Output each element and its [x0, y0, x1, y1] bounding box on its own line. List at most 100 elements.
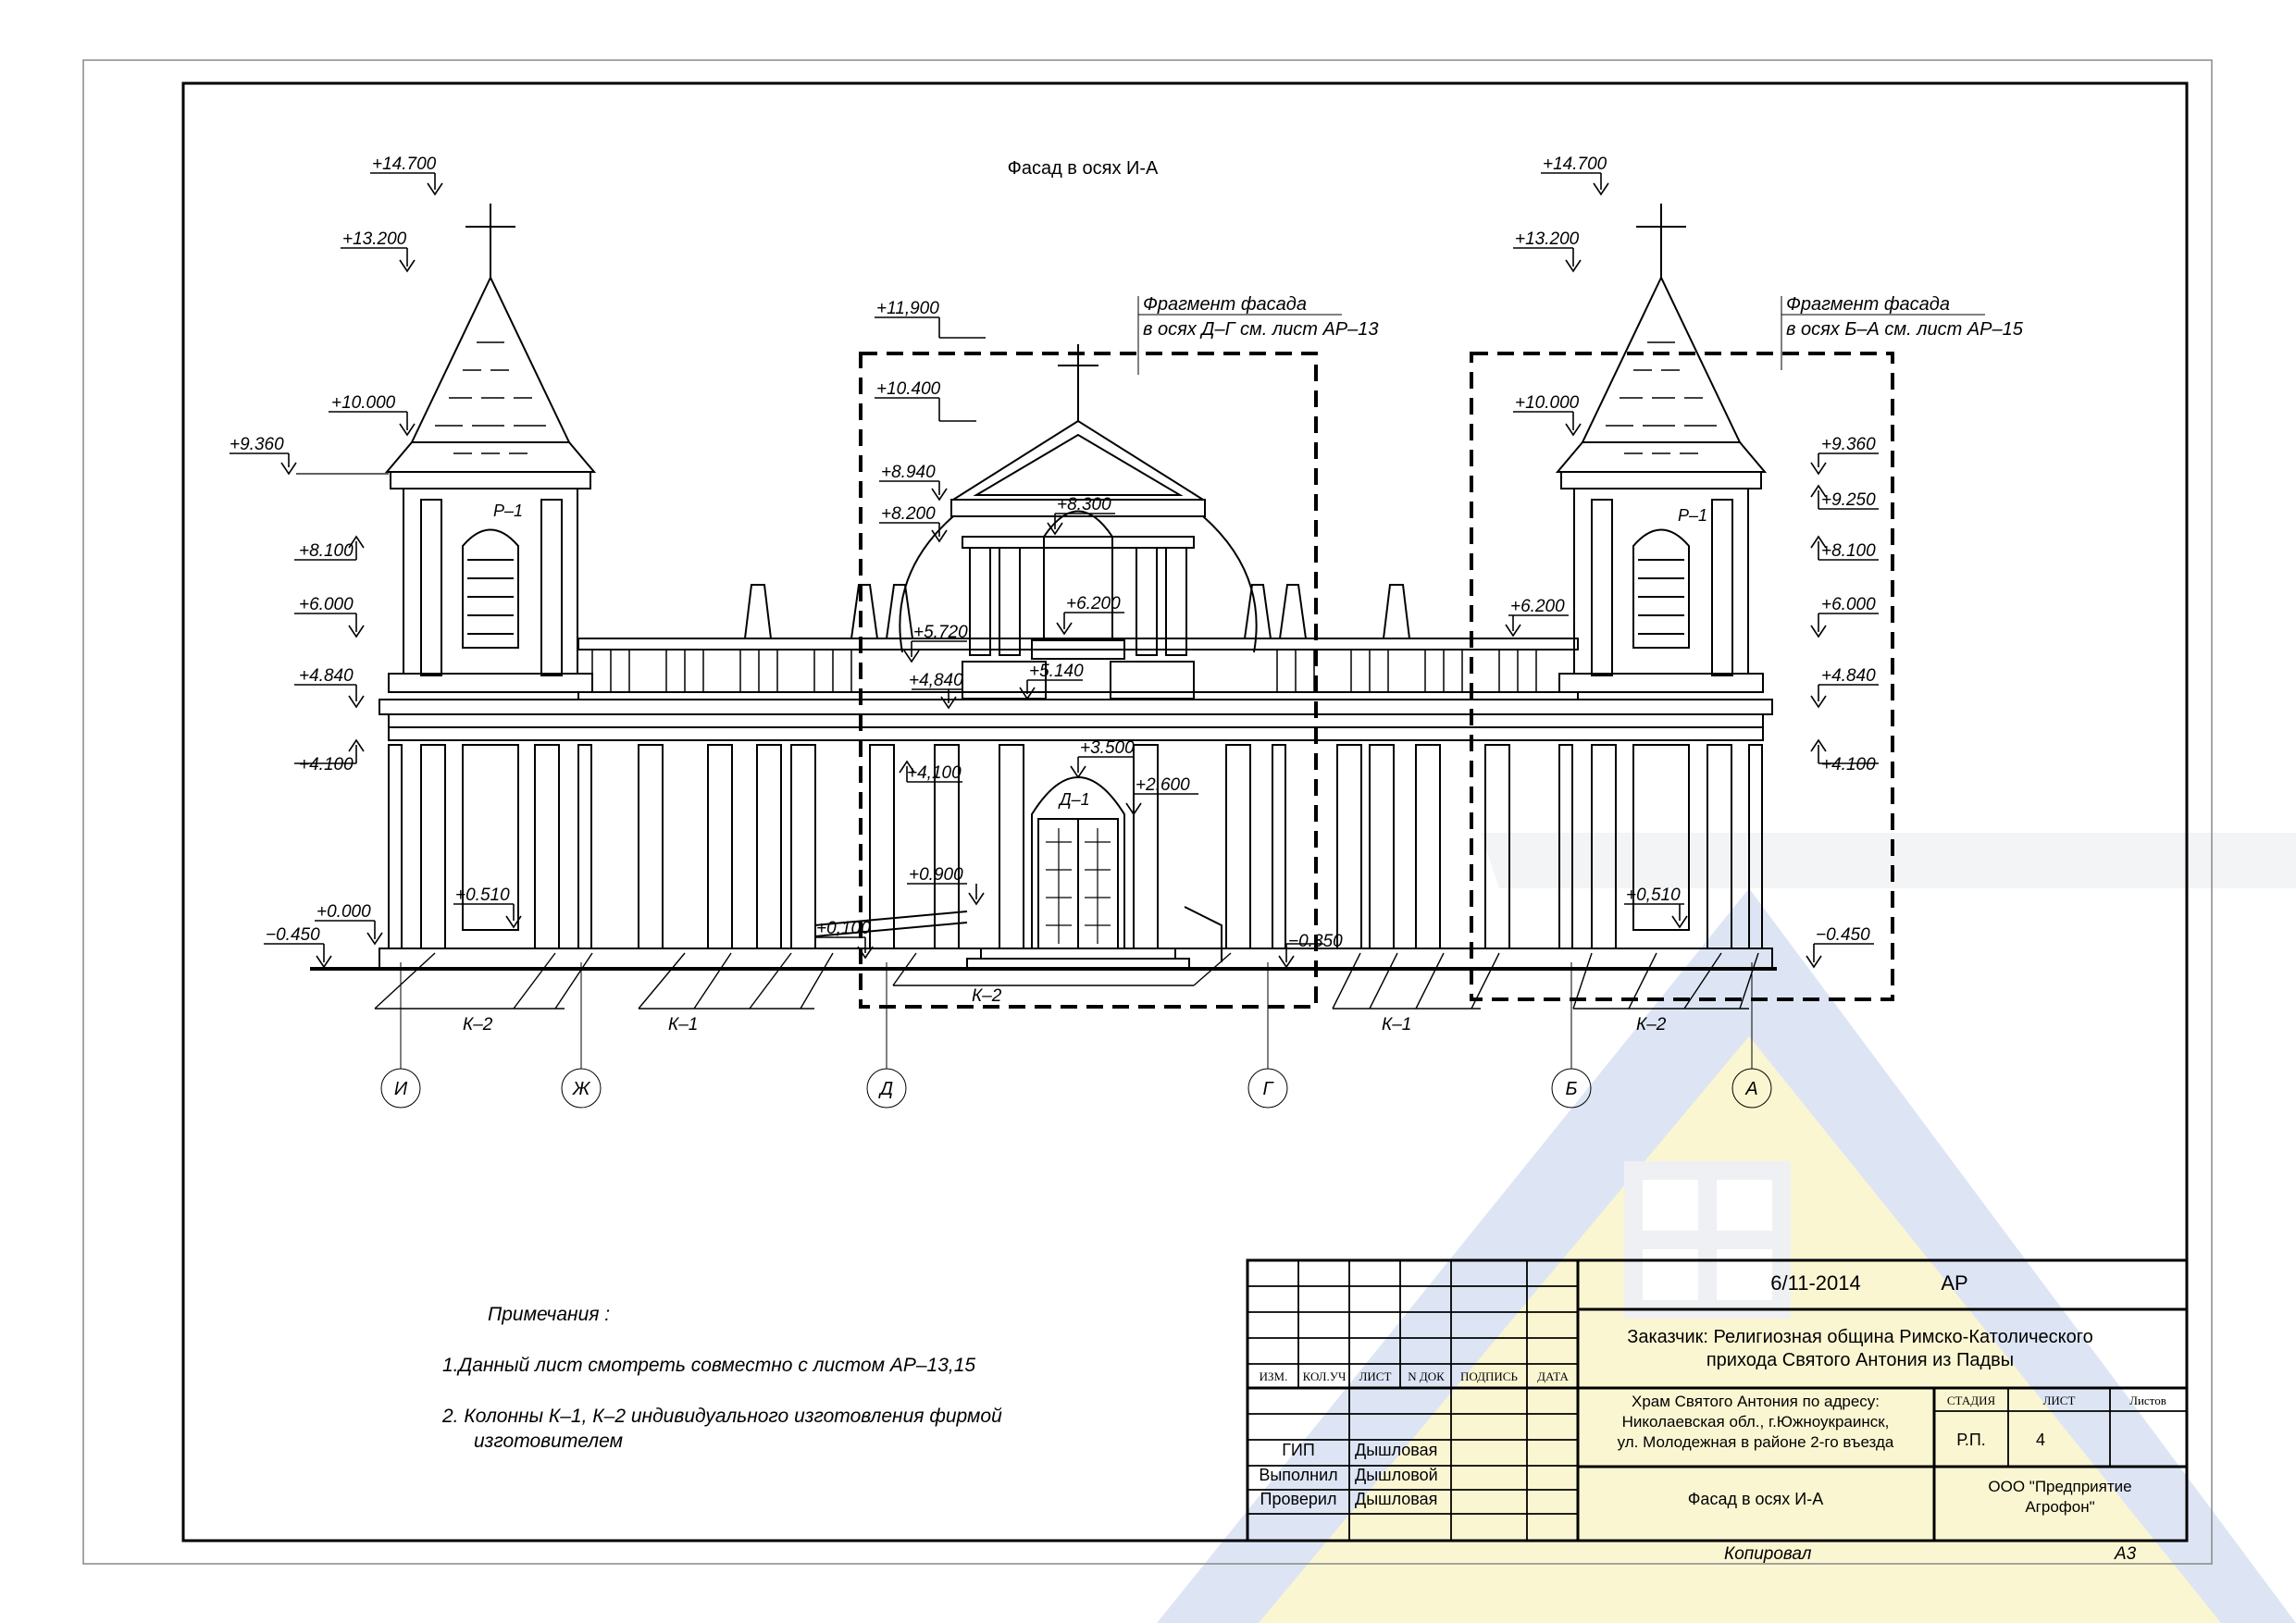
svg-text:ДАТА: ДАТА — [1537, 1369, 1569, 1383]
fragment-box-center — [859, 352, 1318, 1009]
mark-door: Д–1 — [1058, 790, 1090, 809]
svg-text:ИЗМ.: ИЗМ. — [1260, 1369, 1288, 1383]
svg-text:Дышловая: Дышловая — [1355, 1441, 1437, 1459]
column-labels: К–2 К–1 К–2 К–1 К–2 — [463, 986, 1667, 1035]
svg-text:+2.600: +2.600 — [1136, 775, 1190, 795]
svg-text:+9.360: +9.360 — [1821, 435, 1876, 454]
format-label: А3 — [2114, 1544, 2137, 1564]
svg-text:Д: Д — [878, 1079, 893, 1099]
svg-text:+8.100: +8.100 — [299, 541, 354, 561]
mark-window-right: Р–1 — [1678, 506, 1707, 525]
svg-text:+10.000: +10.000 — [1515, 393, 1580, 413]
svg-text:N ДОК: N ДОК — [1408, 1369, 1445, 1383]
svg-text:+8.300: +8.300 — [1057, 495, 1111, 514]
svg-text:+4.840: +4.840 — [299, 666, 354, 686]
svg-text:Листов: Листов — [2129, 1394, 2166, 1407]
svg-text:+6.200: +6.200 — [1510, 597, 1565, 616]
svg-text:+0,100: +0,100 — [816, 919, 871, 938]
svg-text:−0.450: −0.450 — [1816, 925, 1870, 945]
svg-text:+8.100: +8.100 — [1821, 541, 1876, 561]
object-line3: ул. Молодежная в районе 2-го въезда — [1618, 1433, 1894, 1451]
svg-text:в осях Б–А см. лист АР–15: в осях Б–А см. лист АР–15 — [1786, 319, 2024, 340]
svg-text:+14.700: +14.700 — [372, 155, 437, 174]
svg-text:К–2: К–2 — [463, 1015, 493, 1035]
svg-text:+4.840: +4.840 — [1821, 666, 1876, 686]
svg-text:+6.000: +6.000 — [299, 595, 354, 614]
object-line1: Храм Святого Антония по адресу: — [1632, 1393, 1880, 1410]
svg-text:+10.400: +10.400 — [876, 379, 941, 399]
svg-text:+5.720: +5.720 — [913, 623, 968, 642]
svg-text:−0.450: −0.450 — [266, 925, 320, 945]
svg-text:+14.700: +14.700 — [1543, 155, 1607, 174]
svg-text:+13.200: +13.200 — [1515, 229, 1580, 249]
svg-text:+13.200: +13.200 — [342, 229, 407, 249]
company-line1: ООО "Предприятие — [1988, 1478, 2131, 1495]
svg-text:+6.000: +6.000 — [1821, 595, 1876, 614]
mark-window-left: Р–1 — [493, 502, 523, 520]
svg-text:Выполнил: Выполнил — [1259, 1466, 1337, 1484]
svg-text:Фрагмент фасада: Фрагмент фасада — [1786, 294, 1950, 315]
svg-text:ЛИСТ: ЛИСТ — [2043, 1394, 2076, 1407]
svg-text:+4,840: +4,840 — [909, 671, 963, 690]
svg-text:+0.000: +0.000 — [316, 902, 371, 922]
svg-text:+0.510: +0.510 — [455, 886, 510, 905]
customer-line1: Заказчик: Религиозная община Римско-Като… — [1627, 1327, 2092, 1347]
elevation-labels: +14.700 +13.200 +10.000 +9.360 +8.100 +6… — [230, 155, 1876, 951]
svg-text:+6.200: +6.200 — [1066, 594, 1121, 613]
svg-text:ПОДПИСЬ: ПОДПИСЬ — [1460, 1369, 1518, 1383]
svg-text:К–2: К–2 — [972, 986, 1002, 1006]
svg-text:КОЛ.УЧ: КОЛ.УЧ — [1303, 1369, 1347, 1383]
svg-text:Проверил: Проверил — [1260, 1490, 1337, 1508]
fragment-box-right — [1470, 352, 1894, 1001]
svg-text:К–1: К–1 — [1382, 1015, 1411, 1035]
svg-text:+8.940: +8.940 — [881, 463, 936, 482]
copied-label: Копировал — [1724, 1544, 1812, 1564]
drawing-title: Фасад в осях И-А — [1008, 158, 1159, 179]
svg-text:ГИП: ГИП — [1282, 1441, 1315, 1459]
facade-drawing — [310, 204, 1777, 971]
customer-line2: прихода Святого Антония из Падвы — [1706, 1350, 2014, 1370]
svg-text:+4.100: +4.100 — [299, 755, 354, 774]
svg-text:СТАДИЯ: СТАДИЯ — [1947, 1394, 1996, 1407]
svg-text:Примечания :: Примечания : — [488, 1304, 610, 1325]
axis-labels: И Ж Д Г Б А — [394, 1079, 1758, 1099]
project-code: 6/11-2014 — [1770, 1271, 1860, 1295]
svg-text:К–2: К–2 — [1636, 1015, 1667, 1035]
svg-text:1.Данный лист смотреть совмест: 1.Данный лист смотреть совместно с листо… — [442, 1355, 975, 1376]
svg-text:Г: Г — [1263, 1079, 1275, 1099]
svg-text:+9.360: +9.360 — [230, 435, 284, 454]
stage-value: Р.П. — [1956, 1431, 1986, 1449]
svg-text:Дышловая: Дышловая — [1355, 1490, 1437, 1508]
elevation-marks — [230, 172, 1879, 969]
drawing-name: Фасад в осях И-А — [1688, 1490, 1823, 1508]
svg-text:изготовителем: изготовителем — [474, 1431, 623, 1452]
title-block — [1246, 1258, 2189, 1542]
outer-frame — [82, 59, 2213, 1565]
svg-text:2. Колонны К–1, К–2 индивидуал: 2. Колонны К–1, К–2 индивидуального изго… — [441, 1406, 1002, 1427]
svg-text:+9.250: +9.250 — [1821, 490, 1876, 510]
svg-text:+0,510: +0,510 — [1626, 886, 1681, 905]
svg-text:Дышловой: Дышловой — [1355, 1466, 1438, 1484]
fragment-note-center: Фрагмент фасада в осях Д–Г см. лист АР–1… — [1137, 294, 1379, 375]
sheet-value: 4 — [2036, 1431, 2045, 1449]
svg-text:И: И — [394, 1079, 408, 1099]
svg-text:+4,100: +4,100 — [907, 763, 962, 783]
column-leaders — [374, 952, 1759, 1010]
svg-text:+3.500: +3.500 — [1080, 738, 1135, 758]
svg-text:+0.900: +0.900 — [909, 865, 963, 885]
title-block-text: 6/11-2014 АР Заказчик: Религиозная общин… — [1259, 1271, 2166, 1564]
svg-text:+4.100: +4.100 — [1821, 755, 1876, 774]
svg-text:+5.140: +5.140 — [1029, 662, 1084, 681]
svg-text:А: А — [1744, 1079, 1757, 1099]
svg-text:К–1: К–1 — [668, 1015, 698, 1035]
svg-text:Б: Б — [1565, 1079, 1577, 1099]
svg-text:+11,900: +11,900 — [876, 299, 939, 318]
object-line2: Николаевская обл., г.Южноукраинск, — [1622, 1413, 1890, 1431]
svg-text:в осях Д–Г см. лист АР–13: в осях Д–Г см. лист АР–13 — [1143, 319, 1379, 340]
svg-text:ЛИСТ: ЛИСТ — [1359, 1369, 1392, 1383]
project-section: АР — [1941, 1271, 1967, 1295]
svg-text:−0.350: −0.350 — [1288, 932, 1343, 951]
svg-text:Ж: Ж — [572, 1079, 591, 1099]
svg-text:+8.200: +8.200 — [881, 504, 936, 524]
